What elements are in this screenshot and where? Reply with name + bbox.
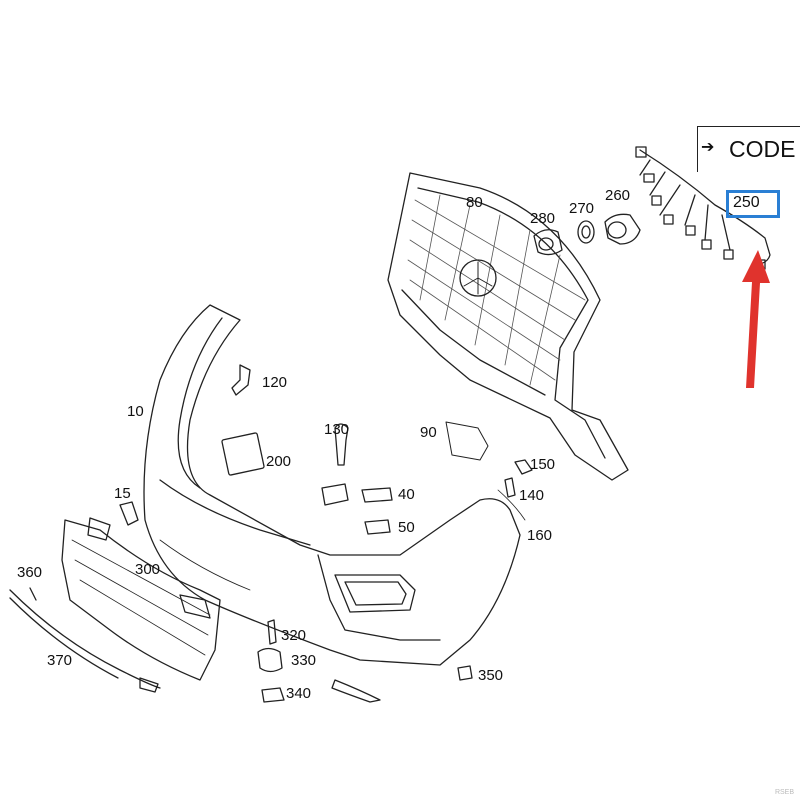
callout-140: 140 xyxy=(519,487,545,504)
callout-330: 330 xyxy=(291,652,317,669)
callout-270: 270 xyxy=(569,200,595,217)
callout-360: 360 xyxy=(17,564,43,581)
wiring-harness-drawing xyxy=(635,146,771,270)
arrow-right-icon: ➔ xyxy=(701,139,715,156)
code-legend-label: CODE xyxy=(729,136,796,162)
callout-90: 90 xyxy=(420,424,437,441)
grille-drawing xyxy=(387,172,629,481)
callout-40: 40 xyxy=(398,486,415,503)
callout-280: 280 xyxy=(530,210,556,227)
callout-160: 160 xyxy=(527,527,553,544)
small-parts-drawings xyxy=(119,364,533,703)
callout-130: 130 xyxy=(324,421,350,438)
bumper-cover-drawing xyxy=(143,304,521,666)
lower-strip-drawing xyxy=(9,587,161,693)
highlight-box-250 xyxy=(726,190,780,218)
callout-260: 260 xyxy=(605,187,631,204)
watermark: RSEB xyxy=(774,789,794,796)
callout-150: 150 xyxy=(530,456,556,473)
callout-200: 200 xyxy=(266,453,292,470)
callout-15: 15 xyxy=(114,485,131,502)
callout-250: 250 xyxy=(733,194,760,211)
callout-320: 320 xyxy=(281,627,307,644)
callout-50: 50 xyxy=(398,519,415,536)
callout-340: 340 xyxy=(286,685,312,702)
callout-80: 80 xyxy=(466,194,483,211)
callout-10: 10 xyxy=(127,403,144,420)
code-legend-box xyxy=(697,126,800,172)
red-pointer-arrow xyxy=(742,250,770,388)
sensor-drawings xyxy=(533,213,641,256)
bumper-reinforcement-drawing xyxy=(61,517,221,681)
callout-120: 120 xyxy=(262,374,288,391)
callout-350: 350 xyxy=(478,667,504,684)
callout-370: 370 xyxy=(47,652,73,669)
callout-300: 300 xyxy=(135,561,161,578)
